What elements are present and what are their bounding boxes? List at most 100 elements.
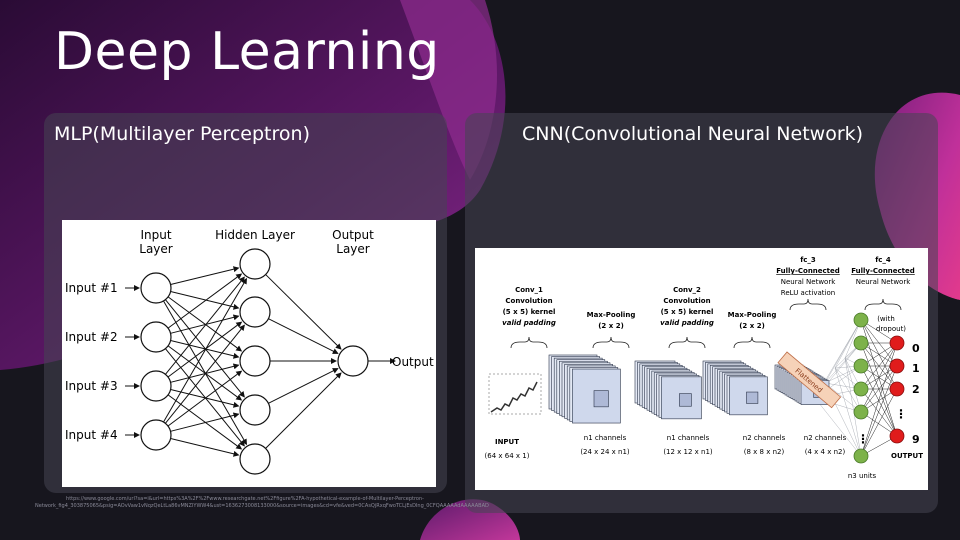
output-digit-9: 9 — [912, 433, 920, 446]
neuron-node — [239, 345, 271, 377]
pool2-size: (2 x 2) — [739, 322, 765, 330]
dropout-note-1: (with — [877, 315, 895, 323]
conv1-kernel: (5 x 5) kernel — [503, 308, 556, 316]
input-4-label: Input #4 — [65, 428, 118, 442]
mlp-diagram: Input Layer Hidden Layer Output Layer In… — [62, 220, 436, 487]
connection-arrow — [265, 372, 342, 449]
cnn-panel: CNN(Convolutional Neural Network) Conv_1… — [465, 113, 938, 513]
fc-neurons — [853, 312, 905, 464]
mlp-network-svg: Input Layer Hidden Layer Output Layer In… — [65, 228, 434, 475]
connection-arrow — [165, 324, 245, 424]
fc3-neuron — [853, 335, 869, 351]
mlp-neurons — [140, 248, 369, 475]
connection-arrow — [170, 363, 240, 383]
pool1-title: Max-Pooling — [587, 311, 636, 319]
stage1-channels: n1 channels — [584, 434, 627, 442]
input-3-label: Input #3 — [65, 379, 118, 393]
conv2-type: Convolution — [663, 297, 710, 305]
fc4-network: Neural Network — [856, 278, 911, 286]
stage2-channels: n1 channels — [667, 434, 710, 442]
image-source-caption: https://www.google.com/url?sa=i&url=http… — [35, 496, 489, 509]
fc3-neuron — [853, 381, 869, 397]
fc-connection — [860, 388, 898, 457]
fc-connection — [860, 342, 898, 437]
stage-braces — [510, 298, 902, 349]
receptive-field — [746, 391, 759, 404]
feature-map-stacks — [548, 354, 830, 424]
connection-arrow — [170, 340, 240, 359]
fc-connection — [860, 365, 898, 457]
output-label: Output — [392, 355, 434, 369]
neuron-node — [239, 296, 271, 328]
output-digit-1: 1 — [912, 362, 920, 375]
output-label: OUTPUT — [891, 452, 923, 460]
output-layer-heading-2: Layer — [336, 242, 370, 256]
connection-arrow — [167, 321, 243, 378]
output-neuron — [889, 381, 905, 397]
connection-arrow — [265, 274, 342, 350]
fc4-type: Fully-Connected — [851, 267, 915, 275]
fc3-activation: ReLU activation — [781, 289, 835, 297]
fc-connection — [834, 367, 862, 457]
stage2-dimension: (12 x 12 x n1) — [663, 448, 713, 456]
connection-arrow — [167, 370, 243, 427]
pool1-size: (2 x 2) — [598, 322, 624, 330]
fc-connection — [814, 397, 862, 457]
connection-arrow — [167, 273, 243, 329]
fc3-network: Neural Network — [781, 278, 836, 286]
connection-arrow — [170, 266, 240, 285]
mlp-connections — [125, 266, 396, 457]
conv2-padding: valid padding — [660, 319, 714, 327]
slide-title: Deep Learning — [54, 22, 440, 82]
stage3-dimension: (8 x 8 x n2) — [744, 448, 785, 456]
stage4-dimension: (4 x 4 x n2) — [805, 448, 846, 456]
output-digit-0: 0 — [912, 342, 920, 355]
fc-connection — [824, 382, 862, 413]
fc3-neuron — [853, 448, 869, 464]
fc-connection — [834, 319, 862, 369]
receptive-field — [679, 393, 692, 407]
fc-connection — [860, 342, 898, 413]
neuron-node — [140, 370, 172, 402]
input-1-label: Input #1 — [65, 281, 118, 295]
fc-connection — [860, 342, 898, 390]
fc-connection — [834, 367, 862, 413]
fc-connection — [844, 357, 862, 413]
fc3-type: Fully-Connected — [776, 267, 840, 275]
input-image — [488, 373, 542, 415]
cnn-heading: CNN(Convolutional Neural Network) — [522, 123, 864, 145]
output-layer-heading-1: Output — [332, 228, 374, 242]
fc3-units: n3 units — [848, 472, 877, 480]
connection-arrow — [170, 438, 240, 457]
cnn-diagram: Conv_1 Convolution (5 x 5) kernel valid … — [475, 248, 928, 490]
fc3-neuron — [853, 358, 869, 374]
fc-connection — [860, 365, 898, 437]
output-digit-2: 2 — [912, 383, 920, 396]
connection-arrow — [167, 345, 243, 401]
input-label: INPUT — [495, 438, 519, 446]
hidden-layer-heading: Hidden Layer — [215, 228, 295, 242]
output-neuron — [889, 335, 905, 351]
neuron-node — [239, 394, 271, 426]
input-2-label: Input #2 — [65, 330, 118, 344]
connection-arrow — [170, 291, 240, 310]
stage1-dimension: (24 x 24 x n1) — [580, 448, 630, 456]
neuron-node — [337, 345, 369, 377]
conv1-type: Convolution — [505, 297, 552, 305]
neuron-node — [140, 272, 172, 304]
fc4-title: fc_4 — [875, 256, 891, 264]
input-dimension: (64 x 64 x 1) — [485, 452, 530, 460]
fc-connection — [824, 342, 862, 384]
conv1-padding: valid padding — [502, 319, 556, 327]
conv2-kernel: (5 x 5) kernel — [661, 308, 714, 316]
fc3-neuron — [853, 312, 869, 328]
fc-connection — [860, 388, 898, 437]
mlp-heading: MLP(Multilayer Perceptron) — [54, 123, 310, 145]
fc-connection — [824, 319, 862, 384]
output-ellipsis: ⋮ — [895, 407, 907, 421]
connection-arrow — [167, 296, 243, 352]
receptive-field — [593, 390, 609, 408]
neuron-node — [140, 321, 172, 353]
connection-arrow — [163, 277, 247, 423]
